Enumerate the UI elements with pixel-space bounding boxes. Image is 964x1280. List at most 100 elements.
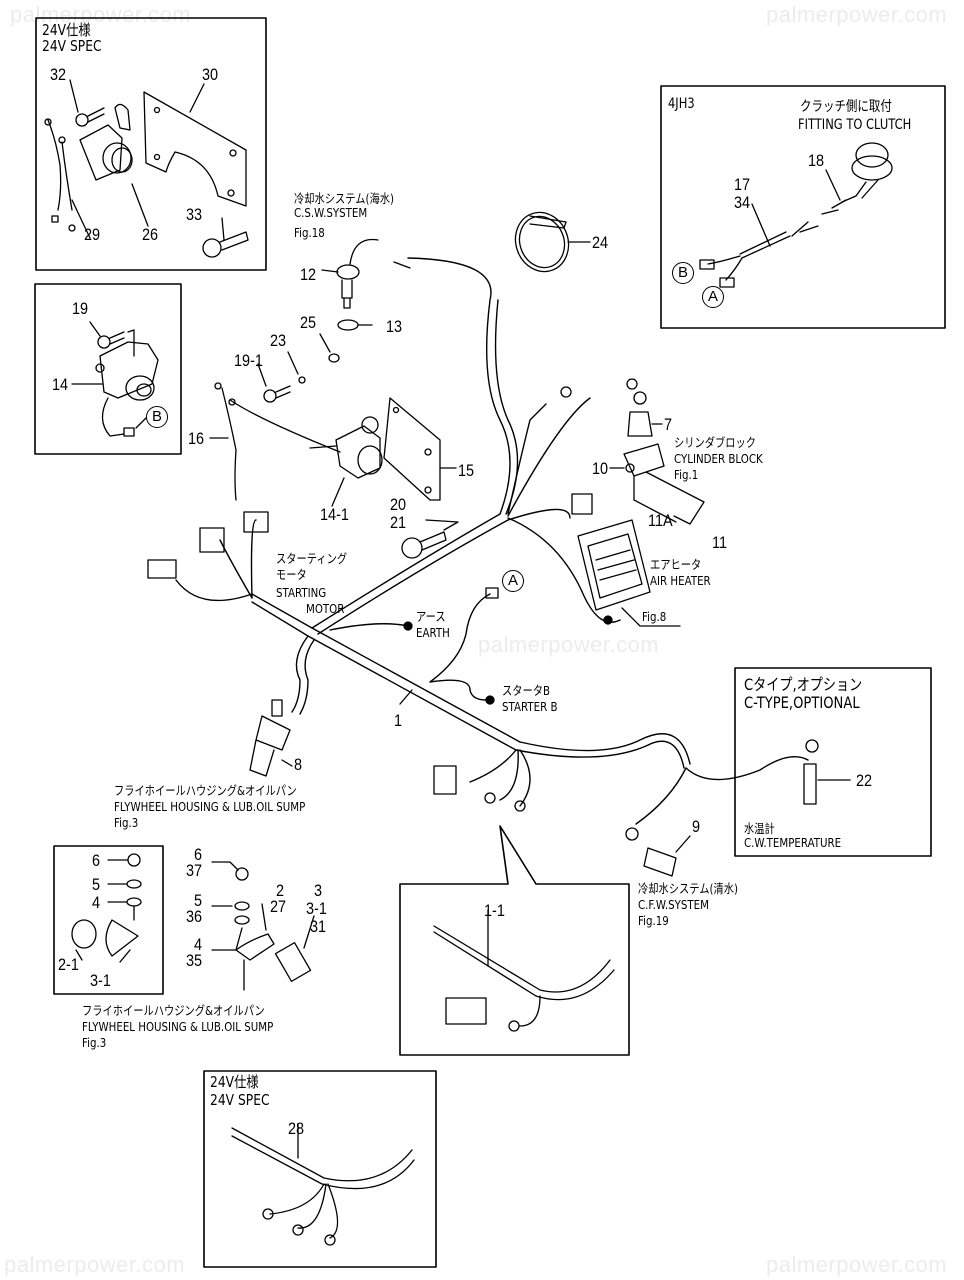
watermark-middle: palmerpower.com	[478, 632, 660, 657]
clamp-part-2-1: 2-1	[58, 955, 79, 974]
part-16: 16	[188, 429, 205, 448]
flywheel-2-fig: Fig.3	[82, 1035, 107, 1050]
inset-box-solenoid-b	[34, 283, 182, 455]
diagram-line	[519, 995, 541, 1027]
bolt-19-1	[263, 385, 291, 403]
part-21: 21	[390, 513, 407, 532]
cylinder-block-jp: シリンダブロック	[674, 435, 757, 450]
starting-motor-jp2: モータ	[276, 567, 307, 582]
flywheel-1-en: FLYWHEEL HOUSING & LUB.OIL SUMP	[114, 799, 306, 814]
diagram-line	[399, 689, 413, 705]
flywheel-2-en: FLYWHEEL HOUSING & LUB.OIL SUMP	[82, 1019, 274, 1034]
inset-box-detail-1-1	[399, 825, 630, 1056]
solenoid-14	[95, 341, 159, 437]
clamp-left-parts	[71, 853, 142, 957]
part-34: 34	[734, 193, 751, 212]
diagram-line	[609, 423, 705, 525]
clutch-switch-18	[841, 142, 893, 203]
air-heater-en: AIR HEATER	[650, 573, 711, 588]
main-harness-1	[175, 257, 809, 825]
washer-13	[337, 319, 359, 331]
starting-motor-jp1: スターティング	[276, 551, 348, 566]
diagram-line	[269, 1183, 339, 1239]
bolt-21	[401, 519, 459, 559]
connector-relay	[571, 493, 593, 515]
connector-a-marker: A	[502, 570, 524, 592]
part-19-1: 19-1	[234, 351, 263, 370]
starter-b-label-jp: スタータB	[502, 683, 551, 698]
part-33: 33	[186, 205, 203, 224]
diagram-line	[514, 800, 526, 812]
inset-box-24v-bottom	[203, 1070, 437, 1268]
sensor-12	[336, 264, 360, 309]
cfw-label-jp: 冷却水システム(清水)	[638, 881, 738, 896]
ctype-title-jp: Cタイプ,オプション	[744, 675, 863, 694]
sensor-22	[803, 739, 819, 805]
sender-8	[249, 699, 291, 777]
wire-29	[44, 118, 76, 232]
part-20: 20	[390, 495, 407, 514]
diagram-line	[321, 269, 373, 326]
starting-motor-en1: STARTING	[276, 585, 327, 600]
watermark-bottom-left: palmerpower.com	[4, 1252, 186, 1277]
diagram-line	[281, 759, 293, 767]
part-17: 17	[734, 175, 751, 194]
part-25: 25	[300, 313, 317, 332]
spec24v-top-title-jp: 24V仕様	[42, 21, 91, 39]
part-22: 22	[856, 771, 873, 790]
earth-label-en: EARTH	[416, 625, 450, 640]
cylinder-block-fig: Fig.1	[674, 467, 699, 482]
spec24v-bottom-title-jp: 24V仕様	[210, 1073, 259, 1091]
diagram-line	[309, 445, 457, 507]
diagram-line	[75, 859, 135, 963]
center-part-3: 3	[314, 881, 323, 900]
hose-clamp-24	[514, 211, 570, 273]
ctype-title-en: C-TYPE,OPTIONAL	[744, 693, 860, 712]
diagram-line	[292, 1224, 304, 1236]
part-26: 26	[142, 225, 159, 244]
part-8: 8	[294, 755, 303, 774]
sensor-7	[627, 391, 653, 437]
block-10	[623, 443, 665, 477]
clamp-part-5: 5	[92, 875, 101, 894]
part-32: 32	[50, 65, 67, 84]
part-23: 23	[270, 331, 287, 350]
part-11: 11	[712, 533, 728, 552]
diagram-line	[518, 215, 566, 269]
diagram-line	[349, 238, 411, 269]
diagram-line	[603, 615, 613, 625]
washer-25	[328, 353, 340, 363]
part-28: 28	[288, 1119, 305, 1138]
cfw-fig-ref: Fig.19	[638, 913, 669, 928]
diagram-line	[71, 321, 147, 429]
part-10: 10	[592, 459, 609, 478]
spec24v-top-title-en: 24V SPEC	[42, 37, 102, 55]
part-15: 15	[458, 461, 475, 480]
diagram-line	[69, 79, 225, 241]
connector-1-1	[433, 765, 457, 795]
bolt-33	[202, 231, 249, 258]
cfw-label-en: C.F.W.SYSTEM	[638, 897, 710, 912]
connector-starter-1	[147, 559, 177, 579]
diagram-line	[751, 169, 841, 247]
ctype-caption-jp: 水温計	[744, 821, 775, 836]
connector-a	[485, 587, 499, 599]
diagram-line	[433, 925, 615, 1001]
inset-box-clamp-left	[53, 845, 164, 995]
starter-b-terminal	[485, 695, 495, 705]
part-1: 1	[394, 711, 403, 730]
air-heater	[577, 519, 651, 611]
starting-motor-en2: MOTOR	[306, 601, 345, 616]
inset-box-clutch-4jh3	[660, 85, 946, 329]
clutch-note-en: FITTING TO CLUTCH	[798, 117, 912, 133]
part-30: 30	[202, 65, 219, 84]
watermark-bottom-right: palmerpower.com	[766, 1252, 948, 1277]
cable-16	[214, 382, 341, 501]
solenoid-14-1	[335, 416, 383, 479]
diagram-line	[484, 792, 496, 804]
clamp-part-6: 6	[92, 851, 101, 870]
center-part-36: 36	[186, 907, 203, 926]
starter-b-label-en: STARTER B	[502, 699, 558, 714]
part-19: 19	[72, 299, 89, 318]
